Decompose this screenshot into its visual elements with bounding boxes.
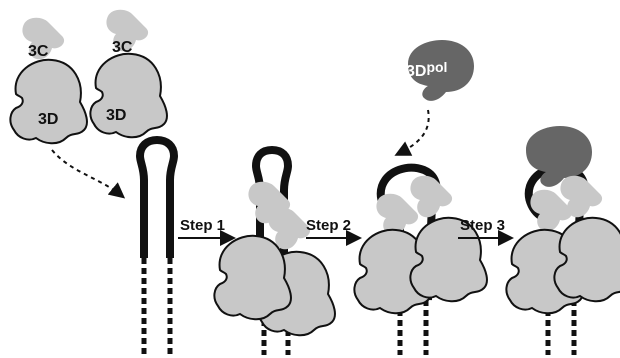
label-3d-right: 3D (106, 107, 126, 124)
free-3cd-protein-right: 3C 3D (89, 9, 168, 139)
label-3dpol: 3Dpol (406, 59, 447, 80)
rna-stem-loop-initial (135, 135, 179, 355)
3cd-complex-stage-2 (353, 175, 488, 315)
label-3d-left: 3D (38, 111, 58, 128)
label-3c-left: 3C (28, 43, 49, 60)
3dpol-recruit-arrow (394, 109, 430, 156)
step-1-label: Step 1 (180, 217, 225, 234)
step-3-arrow: Step 3 (458, 217, 514, 246)
3cd-complex-stage-3 (505, 175, 620, 315)
3dpol-protein-free: 3Dpol (406, 40, 474, 101)
3cd-complex-stage-1 (213, 181, 336, 337)
label-3c-right: 3C (112, 39, 133, 56)
rna-stage-1 (251, 145, 293, 355)
free-3cd-protein-left: 3C 3D (9, 17, 88, 145)
step-2-arrow: Step 2 (306, 217, 362, 246)
step-2-label: Step 2 (306, 217, 351, 234)
step-3-label: Step 3 (460, 217, 505, 234)
step-1-arrow: Step 1 (178, 217, 236, 246)
binding-arrow (51, 149, 126, 199)
